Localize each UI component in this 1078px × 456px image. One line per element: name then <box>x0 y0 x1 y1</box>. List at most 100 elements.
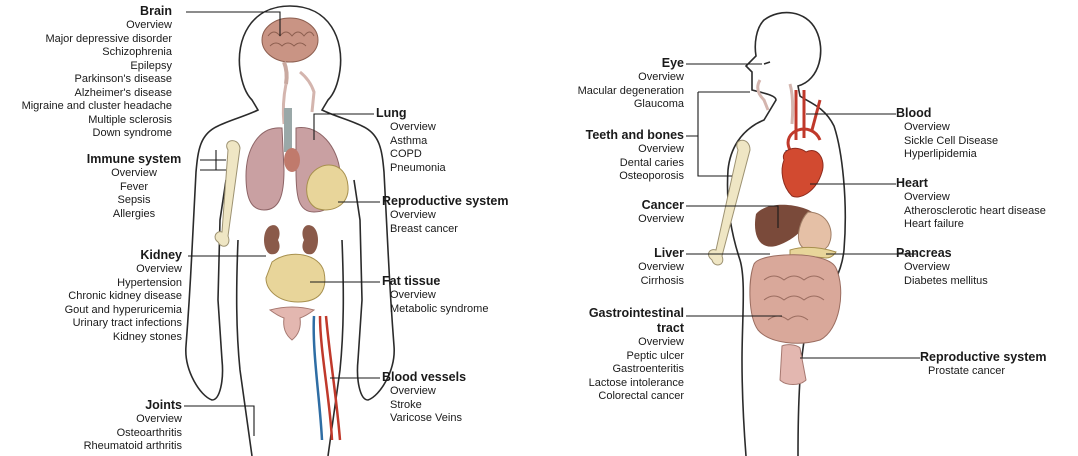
brain-item: Schizophrenia <box>0 46 172 60</box>
label-repro-male-title: Reproductive system <box>920 350 1076 365</box>
label-liver-title: Liver <box>530 246 684 261</box>
joints-item: Rheumatoid arthritis <box>10 440 182 454</box>
label-fat-title: Fat tissue <box>382 274 542 289</box>
lung-item: Overview <box>376 121 506 135</box>
teeth-item: Overview <box>530 143 684 157</box>
label-joints-title: Joints <box>10 398 182 413</box>
brain-item: Overview <box>0 19 172 33</box>
blood-item: Overview <box>896 121 1046 135</box>
heart-item: Atherosclerotic heart disease <box>896 205 1076 219</box>
kidney-item: Overview <box>10 263 182 277</box>
lung-item: COPD <box>376 148 506 162</box>
trachea <box>284 108 292 152</box>
label-joints: Joints Overview Osteoarthritis Rheumatoi… <box>10 398 182 454</box>
label-liver: Liver Overview Cirrhosis <box>530 246 684 288</box>
label-eye: Eye Overview Macular degeneration Glauco… <box>530 56 684 112</box>
left-body-outline <box>186 6 394 456</box>
label-blood-title: Blood <box>896 106 1046 121</box>
repro-male-item: Prostate cancer <box>920 365 1076 379</box>
pancreas-item: Overview <box>896 261 1056 275</box>
kidney-item: Gout and hyperuricemia <box>10 304 182 318</box>
kidney-item: Hypertension <box>10 277 182 291</box>
lung-item: Pneumonia <box>376 162 506 176</box>
immune-item: Allergies <box>64 208 204 222</box>
liver-item: Overview <box>530 261 684 275</box>
vessels-item: Overview <box>382 385 542 399</box>
immune-item: Sepsis <box>64 194 204 208</box>
joints-item: Overview <box>10 413 182 427</box>
fat-item: Metabolic syndrome <box>382 303 542 317</box>
label-pancreas: Pancreas Overview Diabetes mellitus <box>896 246 1056 288</box>
brain-item: Major depressive disorder <box>0 33 172 47</box>
kidney-item: Chronic kidney disease <box>10 290 182 304</box>
immune-item: Overview <box>64 167 204 181</box>
heart-item: Heart failure <box>896 218 1076 232</box>
breast-tissue <box>307 165 349 210</box>
pancreas-item: Diabetes mellitus <box>896 275 1056 289</box>
label-fat: Fat tissue Overview Metabolic syndrome <box>382 274 542 316</box>
cancer-item: Overview <box>530 213 684 227</box>
immune-item: Fever <box>64 181 204 195</box>
label-vessels-title: Blood vessels <box>382 370 542 385</box>
label-gi: Gastrointestinal tract Overview Peptic u… <box>530 306 684 404</box>
brain-item: Migraine and cluster headache <box>0 100 172 114</box>
label-heart: Heart Overview Atherosclerotic heart dis… <box>896 176 1076 232</box>
brain-item: Parkinson's disease <box>0 73 172 87</box>
eye-item: Macular degeneration <box>530 85 684 99</box>
bone <box>215 141 240 247</box>
brain-item: Multiple sclerosis <box>0 114 172 128</box>
label-kidney-title: Kidney <box>10 248 182 263</box>
label-lung-title: Lung <box>376 106 506 121</box>
gi-item: Lactose intolerance <box>530 377 684 391</box>
label-repro-male: Reproductive system Prostate cancer <box>920 350 1076 379</box>
brain-item: Epilepsy <box>0 60 172 74</box>
kidney-item: Urinary tract infections <box>10 317 182 331</box>
label-heart-title: Heart <box>896 176 1076 191</box>
fat-tissue <box>266 254 325 302</box>
heart-item: Overview <box>896 191 1076 205</box>
stomach <box>798 212 831 252</box>
fat-item: Overview <box>382 289 542 303</box>
brain-item: Alzheimer's disease <box>0 87 172 101</box>
blood-item: Sickle Cell Disease <box>896 135 1046 149</box>
vessels-item: Varicose Veins <box>382 412 542 426</box>
gi-item: Colorectal cancer <box>530 390 684 404</box>
label-immune: Immune system Overview Fever Sepsis Alle… <box>64 152 204 221</box>
repro-female-item: Breast cancer <box>382 223 542 237</box>
uterus <box>270 307 314 340</box>
label-brain-title: Brain <box>0 4 172 19</box>
repro-female-item: Overview <box>382 209 542 223</box>
vessels-item: Stroke <box>382 399 542 413</box>
label-immune-title: Immune system <box>64 152 204 167</box>
blood-item: Hyperlipidemia <box>896 148 1046 162</box>
gi-item: Peptic ulcer <box>530 350 684 364</box>
joints-item: Osteoarthritis <box>10 427 182 441</box>
label-repro-female-title: Reproductive system <box>382 194 542 209</box>
label-eye-title: Eye <box>530 56 684 71</box>
label-repro-female: Reproductive system Overview Breast canc… <box>382 194 542 236</box>
gi-item: Gastroenteritis <box>530 363 684 377</box>
intestine-organ <box>750 255 841 343</box>
kidney-organ <box>264 225 318 254</box>
label-cancer: Cancer Overview <box>530 198 684 227</box>
label-lung: Lung Overview Asthma COPD Pneumonia <box>376 106 506 175</box>
kidney-item: Kidney stones <box>10 331 182 345</box>
label-vessels: Blood vessels Overview Stroke Varicose V… <box>382 370 542 426</box>
eye-item: Overview <box>530 71 684 85</box>
teeth-item: Osteoporosis <box>530 170 684 184</box>
brain-item: Down syndrome <box>0 127 172 141</box>
label-gi-title-2: tract <box>530 321 684 336</box>
label-cancer-title: Cancer <box>530 198 684 213</box>
label-kidney: Kidney Overview Hypertension Chronic kid… <box>10 248 182 344</box>
brain-organ <box>262 18 318 84</box>
label-teeth: Teeth and bones Overview Dental caries O… <box>530 128 684 184</box>
label-blood: Blood Overview Sickle Cell Disease Hyper… <box>896 106 1046 162</box>
eye-mark <box>764 62 770 64</box>
heart-organ <box>782 148 823 197</box>
label-pancreas-title: Pancreas <box>896 246 1056 261</box>
gi-item: Overview <box>530 336 684 350</box>
eye-item: Glaucoma <box>530 98 684 112</box>
liver-item: Cirrhosis <box>530 275 684 289</box>
label-gi-title-1: Gastrointestinal <box>530 306 684 321</box>
